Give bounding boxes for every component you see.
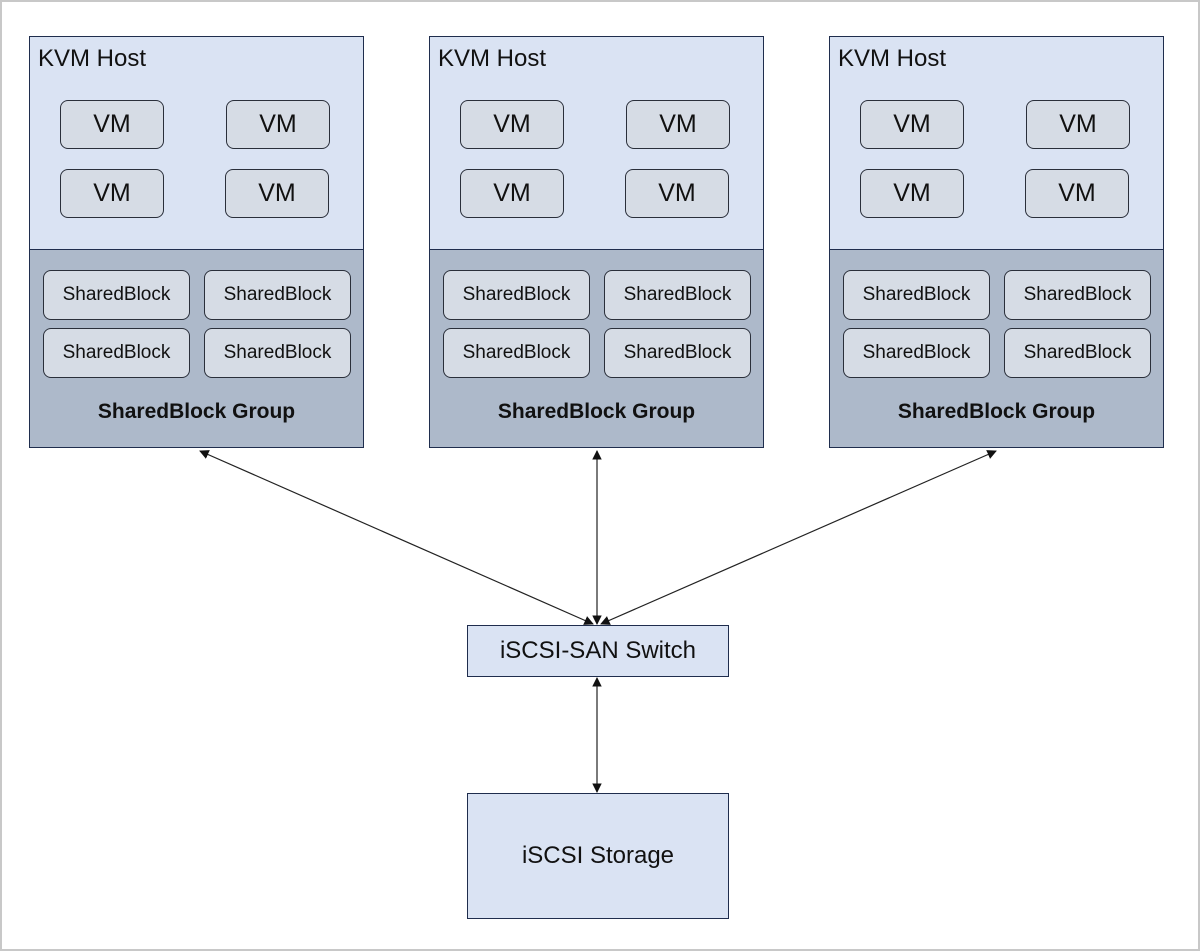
sharedblock-node: SharedBlock (843, 270, 990, 320)
iscsi-san-switch: iSCSI-SAN Switch (467, 625, 729, 677)
host-title: KVM Host (38, 45, 147, 72)
sharedblock-node: SharedBlock (204, 270, 351, 320)
sharedblock-node: SharedBlock (204, 328, 351, 378)
vm-node: VM (460, 169, 564, 218)
vm-node: VM (60, 100, 164, 149)
sharedblock-group-label: SharedBlock Group (497, 400, 696, 423)
sharedblock-group: SharedBlock SharedBlock SharedBlock Shar… (430, 249, 763, 447)
host-title: KVM Host (838, 45, 947, 72)
sharedblock-group-label: SharedBlock Group (897, 400, 1096, 423)
iscsi-storage: iSCSI Storage (467, 793, 729, 919)
vm-node: VM (860, 100, 964, 149)
sharedblock-node: SharedBlock (604, 328, 751, 378)
sharedblock-node: SharedBlock (443, 270, 590, 320)
vm-node: VM (1026, 100, 1130, 149)
host-title: KVM Host (438, 45, 547, 72)
kvm-host-3: KVM Host VM VM VM VM SharedBlock SharedB… (829, 36, 1164, 448)
sharedblock-group-label: SharedBlock Group (97, 400, 296, 423)
vm-node: VM (225, 169, 329, 218)
vm-node: VM (460, 100, 564, 149)
kvm-host-1: KVM Host VM VM VM VM SharedBlock SharedB… (29, 36, 364, 448)
vm-node: VM (226, 100, 330, 149)
link-host3-switch (600, 450, 997, 625)
sharedblock-node: SharedBlock (43, 270, 190, 320)
vm-node: VM (1025, 169, 1129, 218)
sharedblock-node: SharedBlock (43, 328, 190, 378)
host-vm-area: KVM Host VM VM VM VM (430, 37, 763, 249)
sharedblock-node: SharedBlock (443, 328, 590, 378)
sharedblock-node: SharedBlock (1004, 270, 1151, 320)
kvm-host-2: KVM Host VM VM VM VM SharedBlock SharedB… (429, 36, 764, 448)
link-host1-switch (199, 450, 594, 625)
host-vm-area: KVM Host VM VM VM VM (30, 37, 363, 249)
vm-node: VM (60, 169, 164, 218)
vm-node: VM (626, 100, 730, 149)
sharedblock-node: SharedBlock (604, 270, 751, 320)
sharedblock-group: SharedBlock SharedBlock SharedBlock Shar… (830, 249, 1163, 447)
sharedblock-node: SharedBlock (843, 328, 990, 378)
vm-node: VM (860, 169, 964, 218)
sharedblock-group: SharedBlock SharedBlock SharedBlock Shar… (30, 249, 363, 447)
vm-node: VM (625, 169, 729, 218)
host-vm-area: KVM Host VM VM VM VM (830, 37, 1163, 249)
sharedblock-node: SharedBlock (1004, 328, 1151, 378)
